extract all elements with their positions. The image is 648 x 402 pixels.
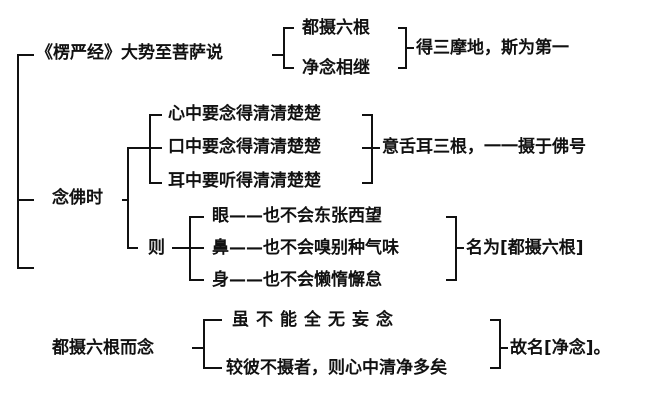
bottom-item-2: 较彼不摄者，则心中清净多矣 bbox=[226, 358, 447, 378]
top-source-text: 《楞严经》大势至菩萨说 bbox=[36, 43, 223, 63]
group1-item-2: 口中要念得清清楚楚 bbox=[168, 137, 321, 157]
group2-right-bracket bbox=[446, 216, 457, 281]
top-item-1: 都摄六根 bbox=[302, 18, 370, 38]
bottom-right-bracket bbox=[490, 319, 501, 369]
group2-item-2: 鼻——也不会嗅别种气味 bbox=[212, 238, 399, 258]
group2-item-3: 身——也不会懒惰懈怠 bbox=[212, 270, 382, 290]
top-item-2: 净念相继 bbox=[302, 58, 370, 78]
main-spine bbox=[17, 54, 34, 269]
group1-item-3: 耳中要听得清清楚楚 bbox=[168, 171, 321, 191]
middle-spine-lower bbox=[127, 200, 138, 249]
top-result-bracket bbox=[398, 27, 407, 69]
top-result-text: 得三摩地，斯为第一 bbox=[416, 38, 569, 58]
group2-label: 则 bbox=[148, 238, 165, 258]
top-items-bracket bbox=[283, 27, 294, 69]
bottom-item-1: 虽不能全无妄念 bbox=[232, 310, 400, 330]
middle-spine bbox=[122, 147, 142, 201]
group1-result-text: 意舌耳三根，一一摄于佛号 bbox=[382, 137, 586, 157]
bottom-root-label: 都摄六根而念 bbox=[52, 338, 154, 358]
bottom-left-bracket bbox=[203, 319, 222, 369]
bottom-result-text: 故名[净念]。 bbox=[510, 338, 611, 358]
group2-item-1: 眼——也不会东张西望 bbox=[212, 206, 382, 226]
group2-result-text: 名为[都摄六根] bbox=[466, 238, 584, 258]
middle-root-label: 念佛时 bbox=[52, 188, 103, 208]
group1-item-1: 心中要念得清清楚楚 bbox=[168, 104, 321, 124]
